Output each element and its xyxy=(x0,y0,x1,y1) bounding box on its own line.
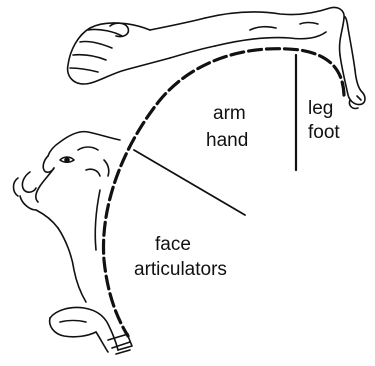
hand-drawing xyxy=(68,7,344,84)
label-articulators: articulators xyxy=(134,259,227,280)
face-drawing xyxy=(14,132,121,302)
cortex-arc xyxy=(103,49,344,336)
label-foot: foot xyxy=(308,122,340,143)
face-arm-divider xyxy=(134,150,245,215)
label-hand: hand xyxy=(206,130,248,151)
tongue-drawing xyxy=(50,307,132,354)
label-leg: leg xyxy=(308,98,333,119)
label-face: face xyxy=(155,234,191,255)
label-arm: arm xyxy=(213,103,246,124)
